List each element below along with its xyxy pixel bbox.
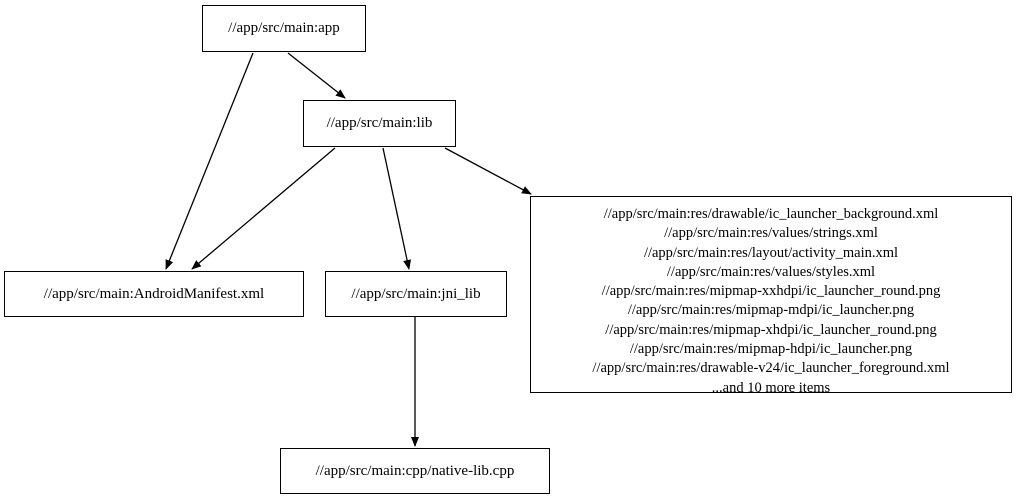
graph-node-label: //app/src/main:AndroidManifest.xml (43, 285, 265, 302)
graph-node-label-line: //app/src/main:res/mipmap-mdpi/ic_launch… (627, 302, 915, 319)
graph-node-label-line: //app/src/main:res/values/strings.xml (664, 225, 878, 242)
graph-node-lib[interactable]: //app/src/main:lib (303, 100, 456, 147)
graph-node-label-line: //app/src/main:res/mipmap-xhdpi/ic_launc… (605, 321, 937, 338)
graph-node-label-line: //app/src/main:res/drawable/ic_launcher_… (603, 206, 939, 222)
graph-node-label: //app/src/main:app (228, 20, 340, 36)
graph-node-label-line: //app/src/main:res/values/styles.xml (666, 263, 876, 280)
graph-edge-lib-to-manifest (191, 147, 336, 270)
graph-node-label-line: //app/src/main:res/drawable-v24/ic_launc… (592, 360, 950, 377)
graph-edge-lib-to-resources (444, 147, 532, 195)
graph-edge-app-to-manifest (165, 52, 254, 270)
graph-node-label: //app/src/main:jni_lib (351, 285, 481, 302)
graph-node-androidmanifest[interactable]: //app/src/main:AndroidManifest.xml (4, 271, 304, 317)
graph-node-label-line: //app/src/main:res/mipmap-xxhdpi/ic_laun… (601, 283, 941, 300)
graph-edge-lib-to-jni-lib (382, 147, 412, 270)
graph-node-label-line: ...and 10 more items (711, 379, 831, 396)
graph-node-label-line: //app/src/main:res/mipmap-hdpi/ic_launch… (629, 341, 913, 358)
graph-node-label: //app/src/main:lib (326, 115, 433, 131)
graph-node-app[interactable]: //app/src/main:app (202, 5, 366, 52)
graph-node-resources-group[interactable]: //app/src/main:res/drawable/ic_launcher_… (530, 196, 1012, 396)
graph-node-jni-lib[interactable]: //app/src/main:jni_lib (325, 271, 507, 317)
graph-node-label-line: //app/src/main:res/layout/activity_main.… (643, 244, 899, 261)
graph-node-label: //app/src/main:cpp/native-lib.cpp (315, 462, 515, 479)
graph-node-native-lib-cpp[interactable]: //app/src/main:cpp/native-lib.cpp (280, 448, 550, 494)
graph-edge-app-to-lib (287, 52, 346, 99)
